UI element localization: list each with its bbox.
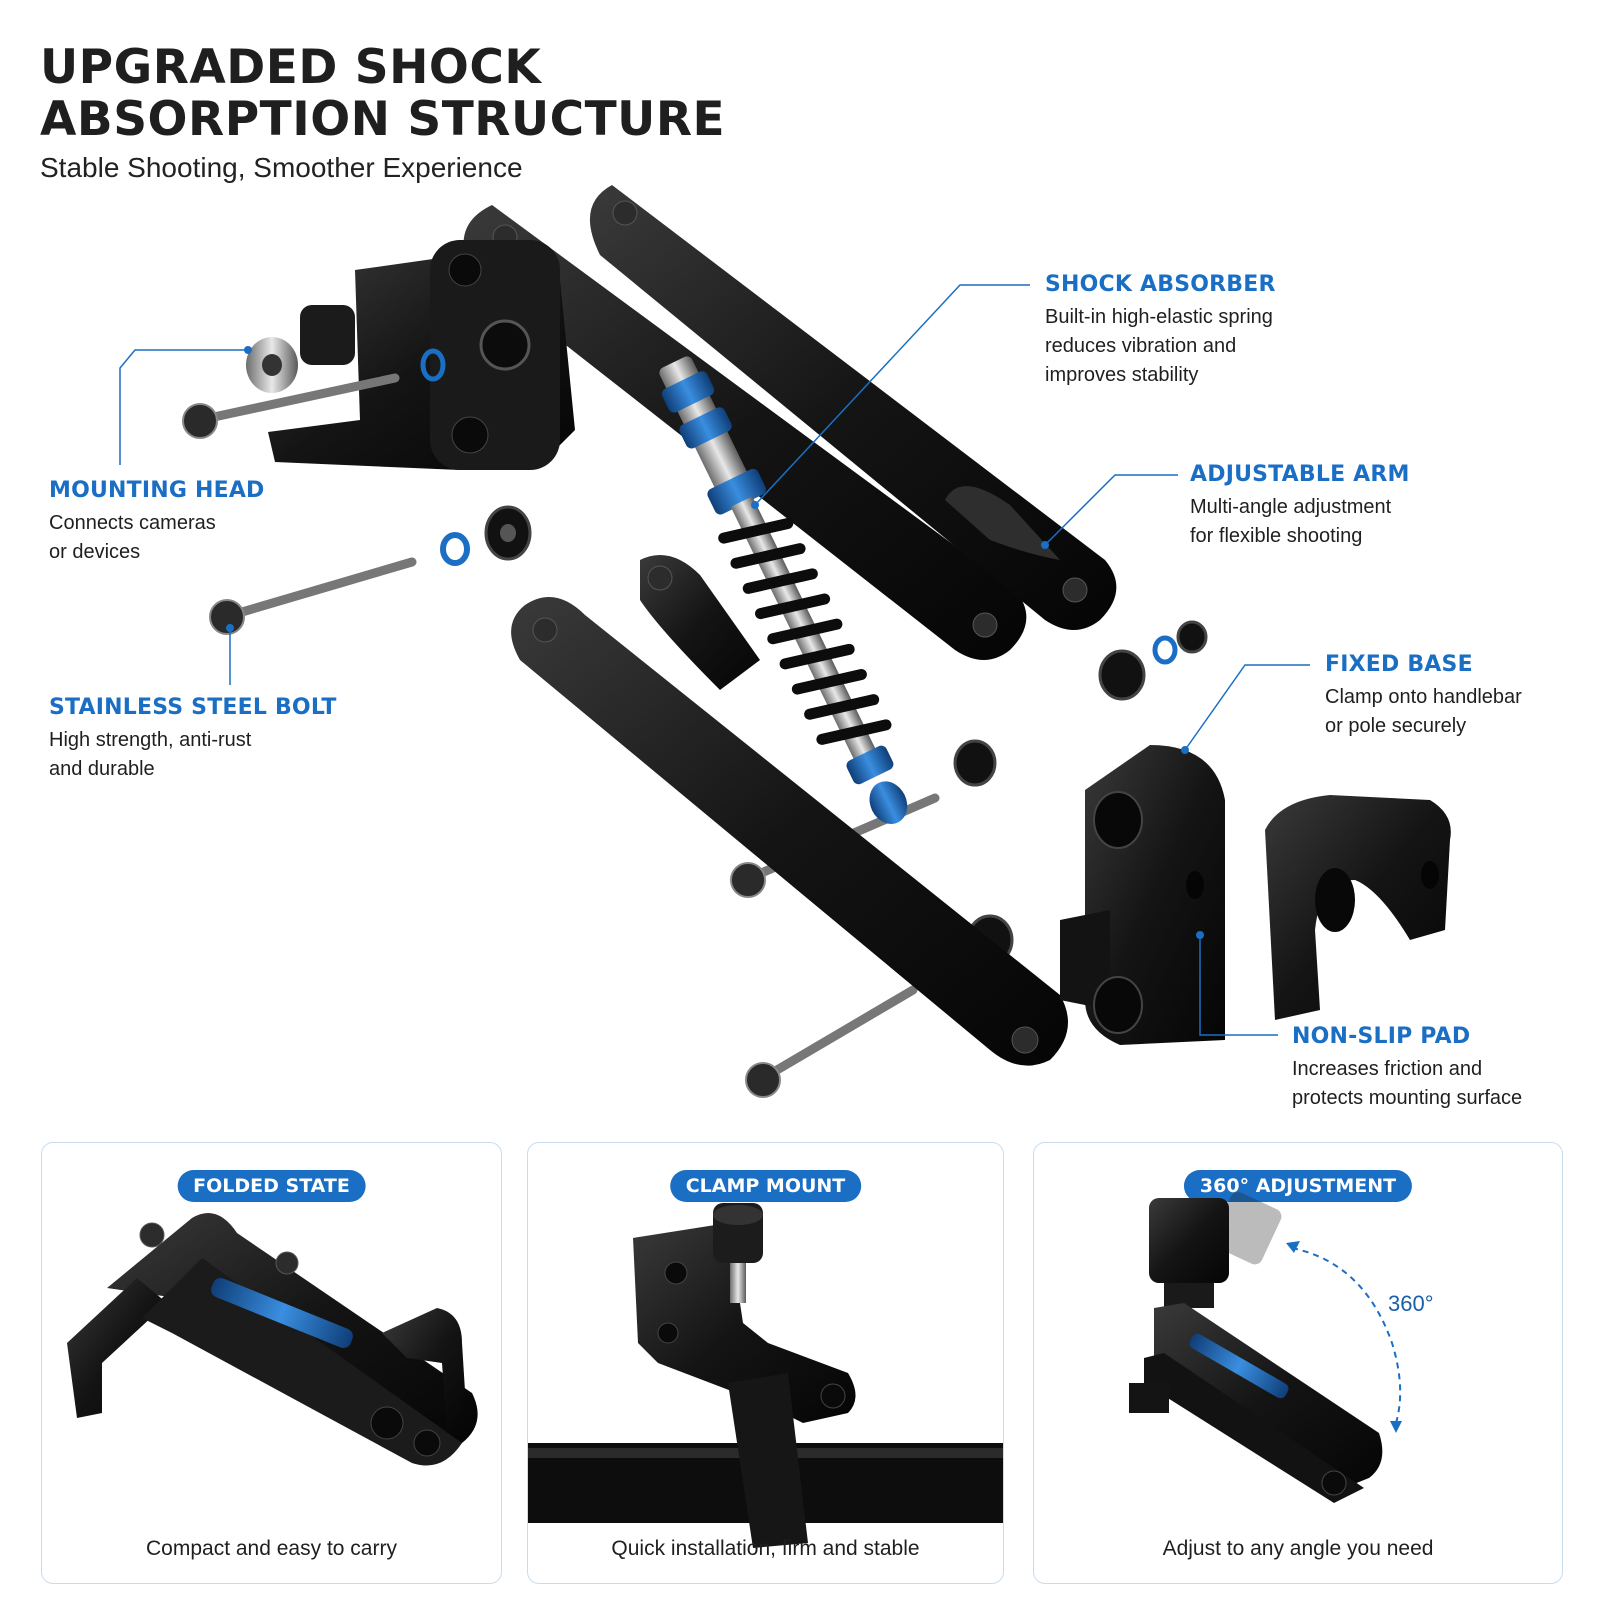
clamp-mount-illustration xyxy=(528,1203,1003,1548)
desc-line: Increases friction and xyxy=(1292,1058,1483,1080)
callout-shock-absorber: SHOCK ABSORBER Built-in high-elastic spr… xyxy=(1045,272,1276,390)
360-adjustment-illustration xyxy=(1129,1192,1402,1503)
callout-description: Connects cameras or devices xyxy=(49,509,265,567)
callout-mounting-head: MOUNTING HEAD Connects cameras or device… xyxy=(49,478,265,567)
callout-description: Built-in high-elastic spring reduces vib… xyxy=(1045,303,1276,390)
panel-badge: 360° ADJUSTMENT xyxy=(1183,1170,1413,1202)
callout-description: High strength, anti-rust and durable xyxy=(49,726,337,784)
desc-line: or pole securely xyxy=(1325,715,1467,737)
desc-line: Connects cameras xyxy=(49,512,216,534)
desc-line: and durable xyxy=(49,758,155,780)
desc-line: protects mounting surface xyxy=(1292,1087,1523,1109)
mounting-head-block xyxy=(246,240,575,470)
callout-dots xyxy=(226,346,1204,939)
callout-description: Clamp onto handlebar or pole securely xyxy=(1325,683,1522,741)
callout-title: SHOCK ABSORBER xyxy=(1045,272,1276,297)
stainless-steel-bolts xyxy=(182,373,940,1098)
panel-badge: FOLDED STATE xyxy=(177,1170,366,1202)
callout-title: NON-SLIP PAD xyxy=(1292,1024,1471,1049)
panel-360-adjustment: 360° ADJUSTMENT 360° Adjust to any angle… xyxy=(1033,1142,1563,1584)
panel-clamp-mount: CLAMP MOUNT Quick installation, firm and… xyxy=(527,1142,1004,1584)
subtitle: Stable Shooting, Smoother Experience xyxy=(40,152,523,183)
rotation-label: 360° xyxy=(1388,1291,1434,1316)
desc-line: or devices xyxy=(49,541,141,563)
panel-caption: Quick installation, firm and stable xyxy=(611,1537,920,1560)
fixed-base xyxy=(1060,745,1225,1045)
callout-fixed-base: FIXED BASE Clamp onto handlebar or pole … xyxy=(1325,652,1522,741)
callout-adjustable-arm: ADJUSTABLE ARM Multi-angle adjustment fo… xyxy=(1190,462,1410,551)
title-line-2: ABSORPTION STRUCTURE xyxy=(40,92,726,147)
callout-title: MOUNTING HEAD xyxy=(49,478,265,503)
desc-line: Clamp onto handlebar xyxy=(1325,686,1522,708)
callout-title: STAINLESS STEEL BOLT xyxy=(49,695,337,720)
panel-caption: Compact and easy to carry xyxy=(146,1537,397,1560)
desc-line: improves stability xyxy=(1045,364,1199,386)
title-line-1: UPGRADED SHOCK xyxy=(40,40,542,95)
panel-badge: CLAMP MOUNT xyxy=(669,1170,862,1202)
folded-state-illustration xyxy=(67,1213,478,1466)
desc-line: for flexible shooting xyxy=(1190,525,1363,547)
shock-absorber xyxy=(659,356,908,824)
desc-line: Built-in high-elastic spring xyxy=(1045,306,1273,328)
panel-folded-state: FOLDED STATE Compact and easy to carry xyxy=(41,1142,502,1584)
non-slip-pad xyxy=(1265,795,1451,1020)
callout-description: Increases friction and protects mounting… xyxy=(1292,1055,1522,1113)
panel-caption: Adjust to any angle you need xyxy=(1162,1537,1434,1560)
desc-line: High strength, anti-rust xyxy=(49,729,252,751)
callout-title: ADJUSTABLE ARM xyxy=(1190,462,1410,487)
exploded-product-illustration xyxy=(119,185,1451,1098)
lower-arm xyxy=(511,555,1069,1066)
callout-stainless-steel-bolt: STAINLESS STEEL BOLT High strength, anti… xyxy=(49,695,337,784)
desc-line: reduces vibration and xyxy=(1045,335,1237,357)
callout-non-slip-pad: NON-SLIP PAD Increases friction and prot… xyxy=(1292,1024,1522,1113)
callout-description: Multi-angle adjustment for flexible shoo… xyxy=(1190,493,1410,551)
callout-leader-lines xyxy=(119,284,1310,1036)
desc-line: Multi-angle adjustment xyxy=(1190,496,1392,518)
callout-title: FIXED BASE xyxy=(1325,652,1473,677)
